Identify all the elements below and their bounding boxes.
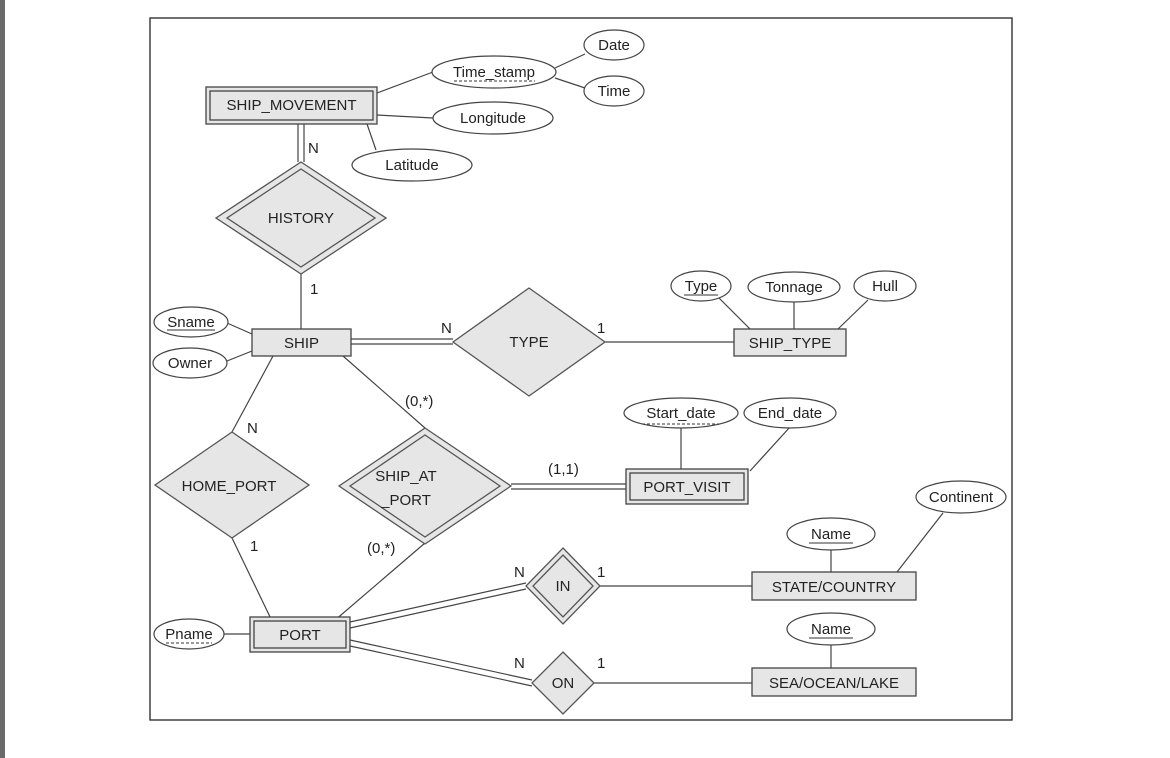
entity-ship: SHIP: [251, 328, 352, 357]
relationship-home-port: HOME_PORT: [153, 431, 311, 539]
cardinality-type-n: N: [441, 320, 452, 337]
relationship-type: TYPE: [451, 287, 607, 397]
connectors: [224, 53, 944, 687]
attribute-hull: Hull: [853, 270, 917, 302]
attribute-label: Longitude: [460, 110, 526, 127]
cardinality-ship-at-port-port: (0,*): [367, 540, 395, 557]
cardinality-ship-at-port-visit: (1,1): [548, 461, 579, 478]
cardinality-home-port-n: N: [247, 420, 258, 437]
relationship-label-line2: _PORT: [380, 492, 431, 509]
attribute-label: Latitude: [385, 157, 438, 174]
relationship-label: TYPE: [509, 334, 548, 351]
attribute-label: Name: [811, 621, 851, 638]
entity-ship-type: SHIP_TYPE: [733, 328, 847, 357]
attribute-label: Time: [598, 83, 631, 100]
cardinality-type-1: 1: [597, 320, 605, 337]
diagram-frame: [149, 17, 1013, 721]
relationship-label: HISTORY: [268, 210, 334, 227]
entity-label: SHIP_MOVEMENT: [226, 97, 356, 114]
cardinalities: N 1 N 1 N 1 (0,*) (0,*) (1,1) N 1 N 1: [247, 140, 605, 672]
attribute-label: End_date: [758, 405, 822, 422]
attribute-owner: Owner: [152, 347, 228, 379]
attribute-label: Time_stamp: [453, 64, 535, 81]
attribute-time-stamp: Time_stamp: [431, 55, 557, 89]
entity-label: STATE/COUNTRY: [772, 579, 896, 596]
attribute-sname: Sname: [153, 306, 229, 338]
attribute-type: Type: [670, 270, 732, 302]
entity-port-visit: PORT_VISIT: [625, 468, 749, 505]
attribute-label: Name: [811, 526, 851, 543]
relationship-in: IN: [525, 547, 601, 625]
relationship-on: ON: [531, 651, 595, 715]
attribute-continent: Continent: [915, 480, 1007, 514]
attribute-time: Time: [583, 75, 645, 107]
cardinality-history-n: N: [308, 140, 319, 157]
attribute-tonnage: Tonnage: [747, 271, 841, 303]
relationship-label-line1: SHIP_AT: [375, 468, 436, 485]
relationship-label: IN: [556, 578, 571, 595]
attribute-latitude: Latitude: [351, 148, 473, 182]
cardinality-on-n: N: [514, 655, 525, 672]
window-edge: [0, 0, 5, 758]
entity-label: SEA/OCEAN/LAKE: [769, 675, 899, 692]
attribute-label: Type: [685, 278, 718, 295]
attribute-label: Pname: [165, 626, 213, 643]
cardinality-history-1: 1: [310, 281, 318, 298]
relationship-history: HISTORY: [214, 161, 388, 275]
attribute-label: Continent: [929, 489, 994, 506]
cardinality-in-1: 1: [597, 564, 605, 581]
attribute-state-name: Name: [786, 517, 876, 551]
entity-sea-ocean-lake: SEA/OCEAN/LAKE: [751, 667, 917, 697]
relationship-label: ON: [552, 675, 575, 692]
attribute-label: Hull: [872, 278, 898, 295]
cardinality-on-1: 1: [597, 655, 605, 672]
attribute-label: Owner: [168, 355, 212, 372]
entity-label: SHIP: [284, 335, 319, 352]
entity-port: PORT: [249, 616, 351, 653]
attribute-sea-name: Name: [786, 612, 876, 646]
attribute-label: Date: [598, 37, 630, 54]
entity-state-country: STATE/COUNTRY: [751, 571, 917, 601]
entity-label: PORT: [279, 627, 320, 644]
cardinality-in-n: N: [514, 564, 525, 581]
relationship-ship-at-port: SHIP_AT _PORT: [337, 427, 513, 545]
attribute-start-date: Start_date: [623, 397, 739, 429]
entity-label: PORT_VISIT: [643, 479, 730, 496]
entity-ship-movement: SHIP_MOVEMENT: [205, 86, 378, 125]
attribute-label: Tonnage: [765, 279, 823, 296]
cardinality-home-port-1: 1: [250, 538, 258, 555]
entity-label: SHIP_TYPE: [749, 335, 832, 352]
attribute-end-date: End_date: [743, 397, 837, 429]
cardinality-ship-at-port-ship: (0,*): [405, 393, 433, 410]
attribute-date: Date: [583, 29, 645, 61]
attribute-longitude: Longitude: [432, 101, 554, 135]
relationship-label: HOME_PORT: [182, 478, 277, 495]
attribute-label: Sname: [167, 314, 215, 331]
attribute-label: Start_date: [646, 405, 715, 422]
attribute-pname: Pname: [153, 618, 225, 650]
